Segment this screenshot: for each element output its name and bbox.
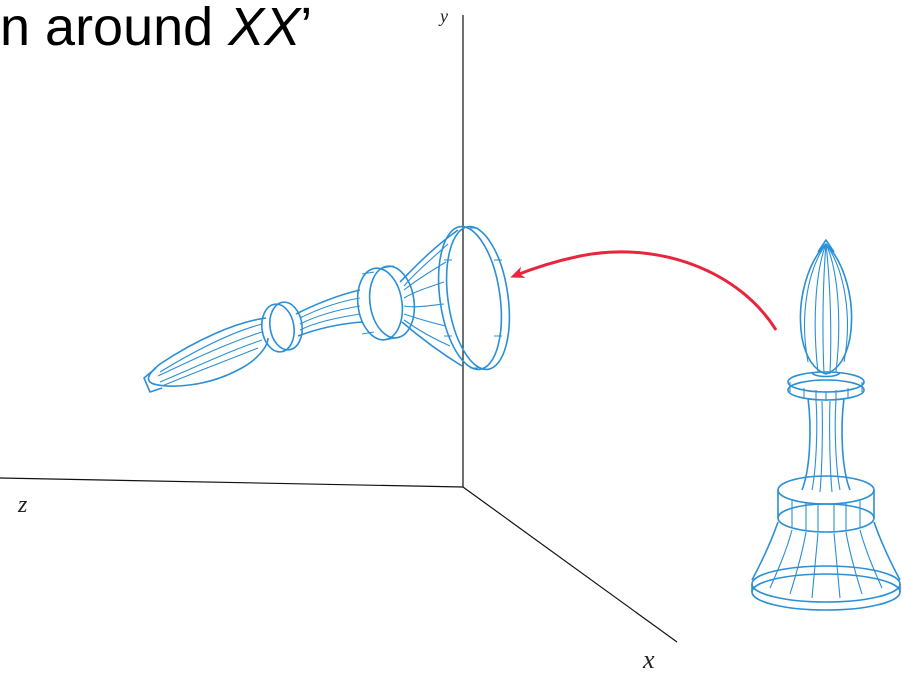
rotated-bishop-wireframe [144, 223, 518, 392]
rotation-arrow [514, 252, 776, 330]
x-axis [463, 487, 677, 642]
z-axis-label: z [17, 492, 28, 518]
coordinate-axes: y z x [0, 6, 677, 674]
y-axis-label: y [438, 6, 448, 26]
z-axis [0, 478, 463, 487]
x-axis-label: x [642, 645, 655, 674]
upright-bishop-wireframe [752, 240, 900, 610]
